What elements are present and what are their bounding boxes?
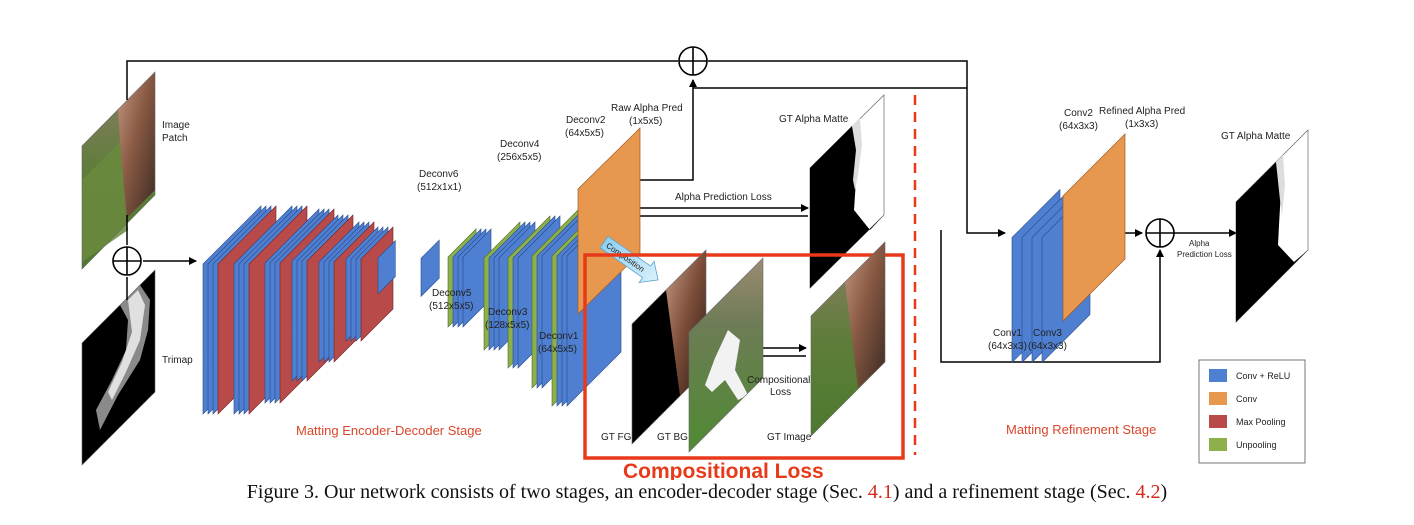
deconv5-dim: (512x5x5) bbox=[429, 301, 473, 312]
legend-label: Max Pooling bbox=[1236, 417, 1286, 427]
alpha-prediction-loss-label: Alpha Prediction Loss bbox=[675, 192, 772, 203]
conv1-label: Conv1 bbox=[993, 328, 1022, 339]
raw-alpha-pred-layer bbox=[577, 127, 641, 315]
deconv2-label: Deconv2 bbox=[566, 115, 606, 126]
refine-loss-label-line2: Prediction Loss bbox=[1177, 250, 1232, 259]
legend-label: Conv bbox=[1236, 394, 1258, 404]
image-patch-label-line2: Patch bbox=[162, 133, 188, 144]
deconv5-label: Deconv5 bbox=[432, 288, 472, 299]
refine-loss-node bbox=[1145, 218, 1175, 248]
stage-label-refinement: Matting Refinement Stage bbox=[1006, 422, 1156, 437]
raw-alpha-label: Raw Alpha Pred bbox=[611, 103, 683, 114]
refined-alpha-pred-layer bbox=[1062, 133, 1126, 322]
legend-swatch bbox=[1209, 415, 1227, 428]
connection-lines bbox=[126, 60, 1237, 363]
legend-swatch bbox=[1209, 438, 1227, 451]
trimap-panel bbox=[81, 269, 156, 466]
gt-fg-label: GT FG bbox=[601, 432, 632, 443]
legend-label: Unpooling bbox=[1236, 440, 1277, 450]
conv3-dim: (64x3x3) bbox=[1028, 341, 1067, 352]
deconv2-dim: (64x5x5) bbox=[565, 128, 604, 139]
encoder-fc-layer bbox=[377, 239, 396, 295]
gt-image-label: GT Image bbox=[767, 432, 812, 443]
compositional-loss-title: Compositional Loss bbox=[623, 460, 824, 480]
gt-alpha-matte-refine-label: GT Alpha Matte bbox=[1221, 131, 1291, 142]
deconv4-dim: (256x5x5) bbox=[497, 152, 541, 163]
caption-middle: ) and a refinement stage (Sec. bbox=[892, 481, 1131, 503]
legend-swatch bbox=[1209, 369, 1227, 382]
gt-bg-panel bbox=[688, 257, 764, 453]
caption-ref-4-1[interactable]: 4.1 bbox=[867, 481, 893, 503]
caption-prefix: Figure 3. Our network consists of two st… bbox=[246, 481, 863, 503]
conv1-dim: (64x3x3) bbox=[988, 341, 1027, 352]
conv2-label: Conv2 bbox=[1064, 108, 1093, 119]
gt-alpha-matte-panel bbox=[809, 94, 885, 289]
conv3-label: Conv3 bbox=[1033, 328, 1062, 339]
gt-image-panel bbox=[810, 241, 886, 437]
stage-label-encoder-decoder: Matting Encoder-Decoder Stage bbox=[296, 423, 482, 438]
legend-swatch bbox=[1209, 392, 1227, 405]
deconv3-label: Deconv3 bbox=[488, 307, 528, 318]
legend-label: Conv + ReLU bbox=[1236, 371, 1290, 381]
skip-concat-node bbox=[678, 46, 708, 76]
refine-loss-label-line1: Alpha bbox=[1189, 239, 1210, 248]
decoder-layer bbox=[420, 239, 440, 298]
image-patch-panel bbox=[81, 71, 156, 270]
refined-alpha-dim: (1x3x3) bbox=[1125, 119, 1158, 130]
gt-alpha-matte-refine-panel bbox=[1235, 129, 1309, 323]
refined-alpha-label: Refined Alpha Pred bbox=[1099, 106, 1185, 117]
gt-bg-label: GT BG bbox=[657, 432, 688, 443]
deconv4-label: Deconv4 bbox=[500, 139, 540, 150]
caption-suffix: ) bbox=[1160, 481, 1168, 503]
gt-alpha-matte-label: GT Alpha Matte bbox=[779, 114, 849, 125]
deconv6-label: Deconv6 bbox=[419, 169, 459, 180]
compositional-loss-label-line1: Compositional bbox=[747, 375, 810, 386]
network-diagram: Image Patch Trimap bbox=[81, 46, 1309, 480]
input-concat-node bbox=[112, 246, 142, 276]
raw-alpha-dim: (1x5x5) bbox=[629, 116, 662, 127]
refinement-layers bbox=[1011, 188, 1091, 364]
deconv1-label: Deconv1 bbox=[539, 331, 579, 342]
figure-caption: Figure 3. Our network consists of two st… bbox=[0, 481, 1414, 504]
caption-ref-4-2[interactable]: 4.2 bbox=[1135, 481, 1161, 503]
conv2-dim: (64x3x3) bbox=[1059, 121, 1098, 132]
image-patch-label-line1: Image bbox=[162, 120, 190, 131]
encoder-layers bbox=[202, 205, 396, 415]
deconv3-dim: (128x5x5) bbox=[485, 320, 529, 331]
trimap-label: Trimap bbox=[162, 355, 193, 366]
deconv1-dim: (64x5x5) bbox=[538, 344, 577, 355]
deconv6-dim: (512x1x1) bbox=[417, 182, 461, 193]
compositional-loss-label-line2: Loss bbox=[770, 387, 791, 398]
compositional-loss-box bbox=[583, 253, 905, 460]
